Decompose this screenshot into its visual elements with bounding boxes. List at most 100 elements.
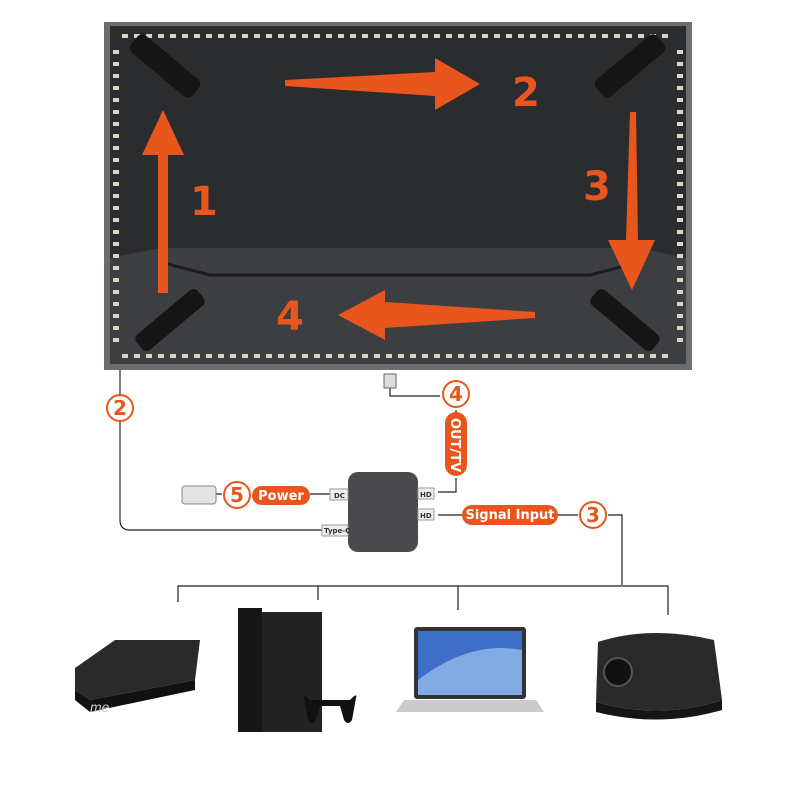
led [677, 194, 683, 198]
led [677, 110, 683, 114]
led [113, 158, 119, 162]
led [290, 354, 296, 358]
led [578, 354, 584, 358]
led [326, 354, 332, 358]
led [518, 354, 524, 358]
led [677, 50, 683, 54]
led [113, 326, 119, 330]
led [278, 354, 284, 358]
led [218, 354, 224, 358]
label-tv-output: 4 OUT/TV [442, 380, 470, 476]
arrow-down [608, 112, 655, 290]
led [338, 354, 344, 358]
arrow-left [338, 290, 535, 340]
led [494, 34, 500, 38]
svg-text:2: 2 [113, 396, 127, 420]
arrow-right [285, 58, 480, 110]
led [677, 242, 683, 246]
led [134, 354, 140, 358]
led [134, 34, 140, 38]
led [266, 34, 272, 38]
led [566, 354, 572, 358]
svg-text:me: me [90, 699, 110, 715]
led [566, 34, 572, 38]
led [158, 354, 164, 358]
corner-clip [135, 289, 205, 351]
led [182, 354, 188, 358]
led [662, 354, 668, 358]
led [113, 170, 119, 174]
led [590, 354, 596, 358]
led [554, 34, 560, 38]
led [113, 146, 119, 150]
led [542, 34, 548, 38]
led [113, 50, 119, 54]
led [677, 218, 683, 222]
svg-text:Type-C: Type-C [324, 527, 350, 535]
led [422, 354, 428, 358]
led [494, 354, 500, 358]
svg-text:OUT/TV: OUT/TV [447, 418, 462, 472]
led [113, 110, 119, 114]
svg-text:3: 3 [586, 503, 600, 527]
led [113, 338, 119, 342]
led [170, 354, 176, 358]
led [677, 134, 683, 138]
led [230, 354, 236, 358]
svg-text:Power: Power [258, 489, 304, 504]
led [677, 338, 683, 342]
led [614, 34, 620, 38]
led [113, 242, 119, 246]
led [113, 134, 119, 138]
led [677, 206, 683, 210]
led [677, 182, 683, 186]
led [626, 34, 632, 38]
arrow-up [142, 110, 184, 293]
led-strip [113, 34, 683, 358]
led [314, 354, 320, 358]
step-4: 4 [276, 294, 304, 340]
led [290, 34, 296, 38]
led [482, 354, 488, 358]
led [662, 34, 668, 38]
led [677, 86, 683, 90]
step-3: 3 [583, 164, 611, 210]
led [677, 278, 683, 282]
power-adapter [181, 485, 217, 505]
led [530, 34, 536, 38]
led [113, 206, 119, 210]
svg-text:HD: HD [420, 491, 432, 499]
led [302, 354, 308, 358]
led [446, 34, 452, 38]
led [677, 314, 683, 318]
led [590, 34, 596, 38]
led [113, 314, 119, 318]
led [113, 182, 119, 186]
led [113, 98, 119, 102]
led [113, 230, 119, 234]
led [242, 34, 248, 38]
step-2: 2 [512, 70, 540, 116]
led [470, 34, 476, 38]
led [677, 302, 683, 306]
led [482, 34, 488, 38]
led [113, 74, 119, 78]
led [206, 34, 212, 38]
led [677, 146, 683, 150]
led [218, 34, 224, 38]
led [194, 34, 200, 38]
gamepad-icon [303, 695, 357, 723]
led [194, 354, 200, 358]
led [326, 34, 332, 38]
led [206, 354, 212, 358]
led [518, 34, 524, 38]
led [242, 354, 248, 358]
led [146, 354, 152, 358]
led [278, 34, 284, 38]
led [158, 34, 164, 38]
led [314, 34, 320, 38]
led [626, 354, 632, 358]
led [578, 34, 584, 38]
led [230, 34, 236, 38]
